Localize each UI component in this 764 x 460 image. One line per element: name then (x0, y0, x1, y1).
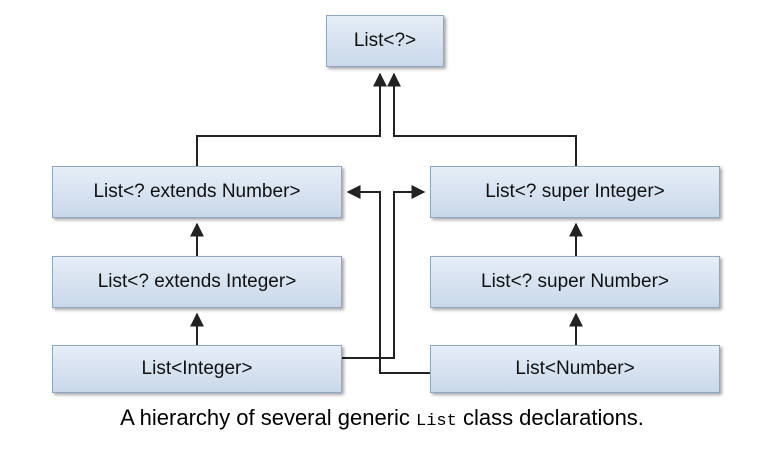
node-list-number: List<Number> (430, 345, 720, 393)
edge-number-to-extends-number (346, 185, 430, 374)
caption-code: List (416, 412, 457, 431)
edge-super-integer-to-root (387, 72, 577, 166)
figure-caption: A hierarchy of several generic List clas… (0, 405, 764, 431)
node-list-extends-integer: List<? extends Integer> (52, 256, 342, 308)
edge-integer-to-super-integer (342, 185, 426, 359)
node-list-super-number: List<? super Number> (430, 256, 720, 308)
caption-text-before: A hierarchy of several generic (120, 405, 417, 430)
node-list-wildcard: List<?> (326, 15, 444, 67)
node-list-integer: List<Integer> (52, 345, 342, 393)
node-list-super-integer: List<? super Integer> (430, 166, 720, 218)
node-list-extends-number: List<? extends Number> (52, 166, 342, 218)
caption-text-after: class declarations. (456, 405, 644, 430)
edge-extends-number-to-root (196, 72, 387, 166)
